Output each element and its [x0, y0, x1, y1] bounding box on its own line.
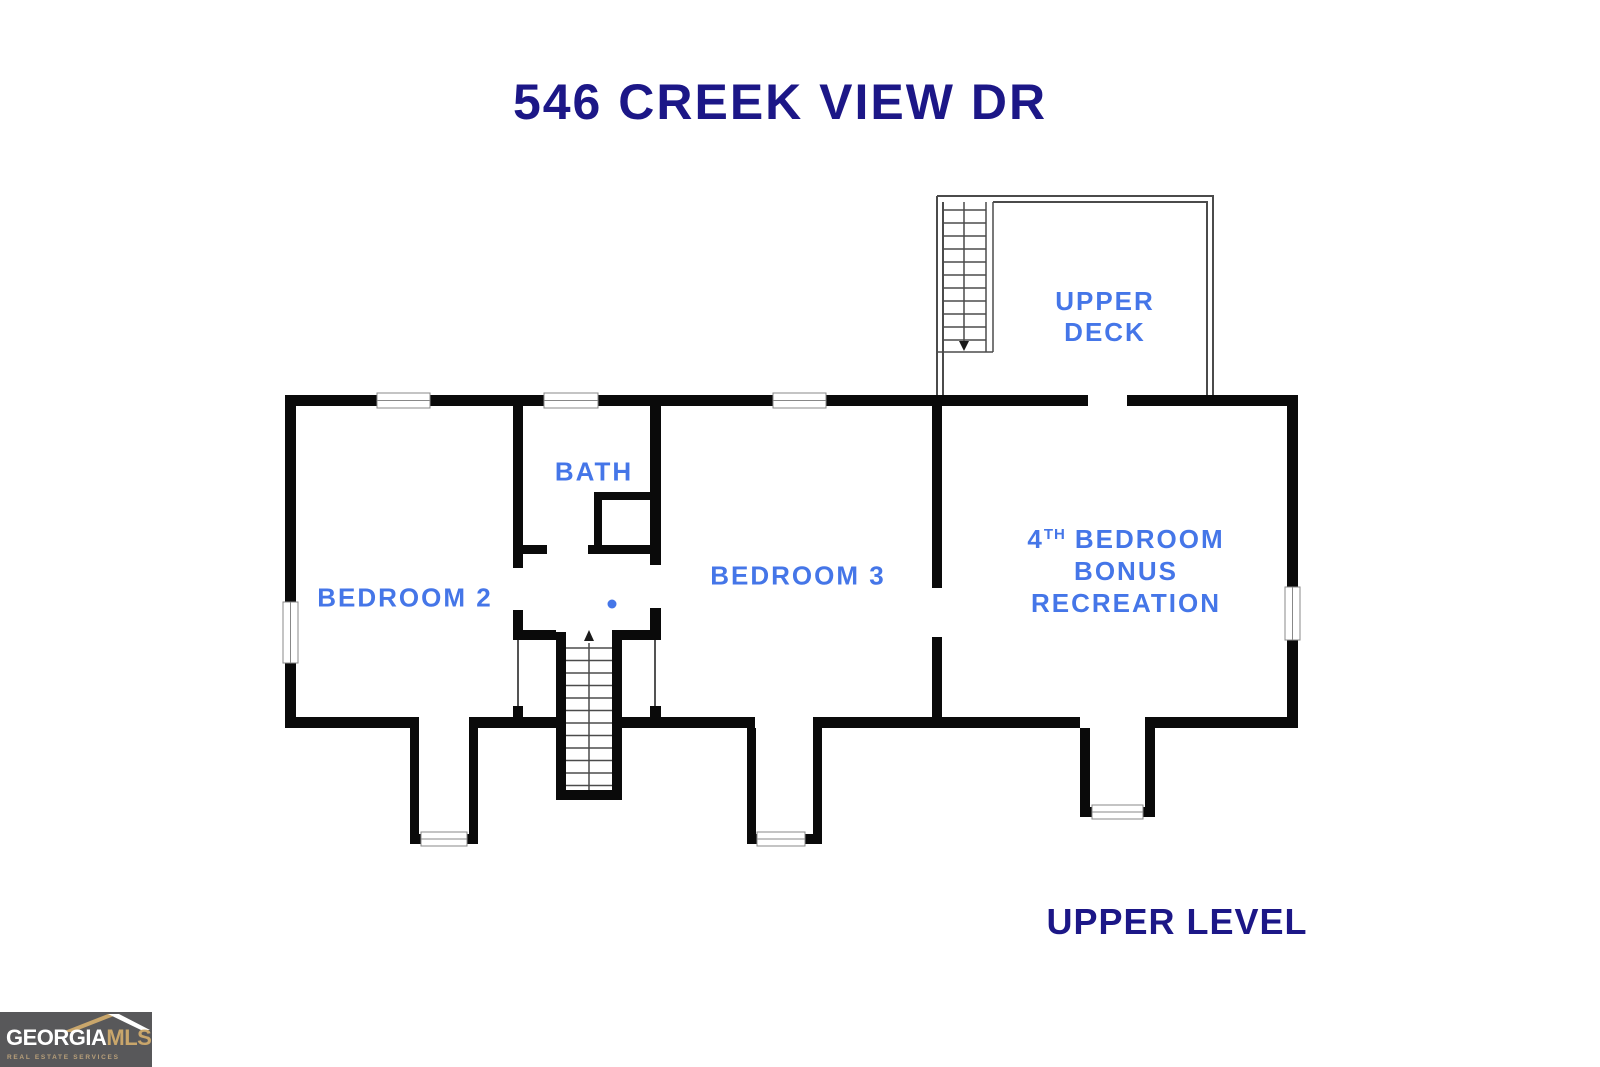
logo-roof-icon — [62, 1014, 150, 1032]
room-label-bedroom2: BEDROOM 2 — [317, 582, 493, 613]
window-bedroom2-left — [282, 601, 299, 664]
hall-dot — [607, 599, 617, 609]
logo-tagline: REAL ESTATE SERVICES — [7, 1054, 120, 1061]
room-label-bedroom3: BEDROOM 3 — [710, 560, 886, 591]
mls-logo: GEORGIAMLS REAL ESTATE SERVICES — [0, 1012, 152, 1067]
upper-deck-outline — [936, 195, 1214, 395]
logo-mls-text: MLS — [106, 1025, 152, 1050]
windows — [282, 392, 1301, 847]
bonus-line-3: RECREATION — [1031, 588, 1221, 618]
window-bonus-right — [1284, 586, 1301, 641]
window-bedroom2-top — [376, 392, 431, 409]
logo-name: GEORGIAMLS — [6, 1025, 152, 1051]
room-label-upper-deck: UPPER DECK — [1055, 286, 1155, 348]
window-protrusion-left — [420, 831, 468, 847]
window-bedroom3-top — [772, 392, 827, 409]
window-bath-top — [543, 392, 599, 409]
bonus-line-2: BONUS — [1074, 556, 1178, 586]
interior-walls — [513, 400, 942, 728]
window-protrusion-center — [756, 831, 806, 847]
exterior-walls — [285, 395, 1298, 844]
window-protrusion-right — [1091, 804, 1144, 820]
main-stairs — [556, 630, 622, 800]
main-stairs-up-arrow-icon — [584, 630, 594, 641]
deck-line-2: DECK — [1064, 317, 1146, 347]
room-label-bath: BATH — [554, 456, 634, 487]
deck-line-1: UPPER — [1055, 286, 1155, 316]
page-title: 546 CREEK VIEW DR — [512, 74, 1048, 130]
logo-georgia-text: GEORGIA — [6, 1025, 107, 1050]
deck-stairs — [937, 202, 994, 353]
level-label: UPPER LEVEL — [1046, 901, 1308, 942]
deck-stairs-down-arrow-icon — [959, 341, 969, 351]
door-frame-lines — [517, 640, 656, 706]
